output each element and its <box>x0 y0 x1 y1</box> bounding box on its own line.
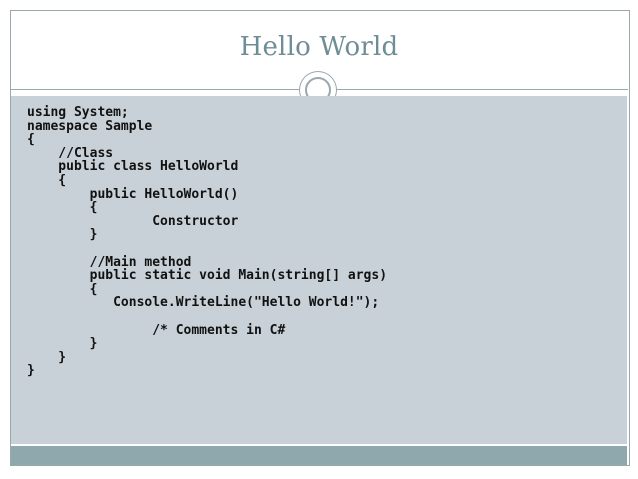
code-line: } <box>27 336 98 352</box>
code-line <box>27 310 387 324</box>
code-line: namespace Sample <box>27 118 153 134</box>
code-block: using System;namespace Sample{ //Class p… <box>11 96 627 444</box>
code-line: Console.WriteLine("Hello World!"); <box>27 295 380 311</box>
code-line: /* Comments in C# <box>27 322 286 338</box>
code-line: public HelloWorld() <box>27 186 239 202</box>
code-line: { <box>27 132 35 148</box>
footer-band <box>11 446 627 465</box>
code-line: public class HelloWorld <box>27 159 239 175</box>
code-line: { <box>27 200 98 216</box>
code-line: } <box>27 227 98 243</box>
slide-title: Hello World <box>239 32 399 62</box>
code-line <box>27 242 387 256</box>
code-line: public static void Main(string[] args) <box>27 268 388 284</box>
code-line: } <box>27 349 67 365</box>
code-line: //Class <box>27 145 114 161</box>
code-line: Constructor <box>27 213 239 229</box>
code-line: { <box>27 281 98 297</box>
code-line: //Main method <box>27 254 192 270</box>
code-line: { <box>27 172 67 188</box>
code-line: } <box>27 363 35 379</box>
code-text: using System;namespace Sample{ //Class p… <box>27 106 387 378</box>
code-line: using System; <box>27 105 129 120</box>
